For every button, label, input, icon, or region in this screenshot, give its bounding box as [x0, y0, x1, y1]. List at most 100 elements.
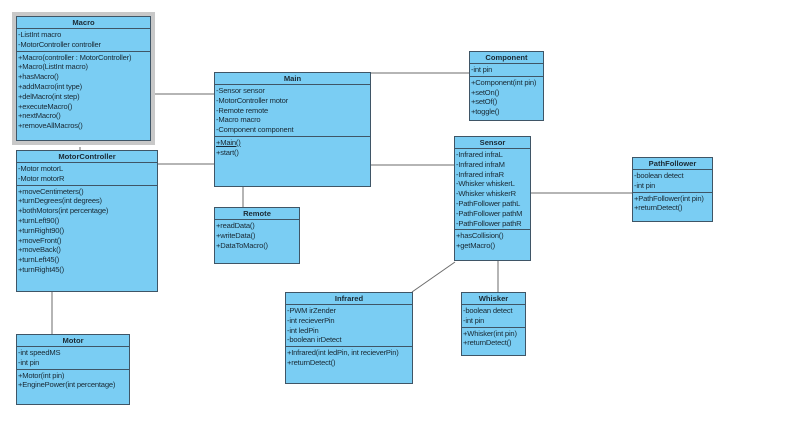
operations-section: +Whisker(int pin)+returnDetect()	[462, 328, 525, 350]
attribute: -Infrared infraM	[456, 159, 505, 169]
attribute: -int pin	[18, 357, 40, 367]
class-name: Sensor	[455, 137, 530, 149]
operation: +turnRight90()	[18, 225, 64, 235]
operation: +removeAllMacros()	[18, 121, 83, 131]
attribute: -Motor motorR	[18, 173, 65, 183]
operations-section: +Motor(int pin)+EnginePower(int percenta…	[17, 370, 129, 392]
class-name: Remote	[215, 208, 299, 220]
attribute: -boolean irDetect	[287, 335, 342, 345]
operation: +Infrared(int ledPin, int recieverPin)	[287, 348, 399, 358]
operation: +addMacro(int type)	[18, 81, 82, 91]
operation: +DataToMacro()	[216, 240, 268, 250]
operations-section: +Infrared(int ledPin, int recieverPin)+r…	[286, 347, 412, 369]
attribute: -Whisker whiskerL	[456, 179, 515, 189]
attribute: -Component component	[216, 125, 294, 135]
class-name: Component	[470, 52, 543, 64]
operation: +moveFront()	[18, 235, 62, 245]
attribute: -PWM irZender	[287, 306, 336, 315]
attribute: -int ledPin	[287, 325, 319, 335]
attributes-section: -int speedMS-int pin	[17, 347, 129, 370]
class-component[interactable]: Component-int pin+Component(int pin)+set…	[469, 51, 544, 121]
association-sensor-infrared[interactable]	[411, 261, 456, 293]
operation: +hasCollision()	[456, 231, 504, 241]
operation: +toggle()	[471, 107, 500, 117]
attribute: -PathFollower pathL	[456, 198, 521, 208]
class-main[interactable]: Main-Sensor sensor-MotorController motor…	[214, 72, 371, 187]
attribute: -MotorController motor	[216, 95, 288, 105]
operations-section: +moveCentimeters()+turnDegrees(int degre…	[17, 186, 157, 276]
class-remote[interactable]: Remote+readData()+writeData()+DataToMacr…	[214, 207, 300, 264]
class-sensor[interactable]: Sensor-Infrared infraL-Infrared infraM-I…	[454, 136, 531, 261]
class-motorcontroller[interactable]: MotorController-Motor motorL-Motor motor…	[16, 150, 158, 292]
operation: +moveCentimeters()	[18, 186, 84, 196]
attributes-section: -boolean detect-int pin	[462, 305, 525, 328]
attribute: -int recieverPin	[287, 315, 335, 325]
operations-section: +Macro(controller : MotorController)+Mac…	[17, 52, 150, 132]
class-name: Macro	[17, 17, 150, 29]
attributes-section: -ListInt macro-MotorController controlle…	[17, 29, 150, 52]
operations-section: +PathFollower(int pin)+returnDetect()	[633, 193, 712, 215]
attributes-section: -Infrared infraL-Infrared infraM-Infrare…	[455, 149, 530, 231]
attribute: -Infrared infraL	[456, 150, 503, 159]
operation: +returnDetect()	[463, 338, 512, 348]
attribute: -Whisker whiskerR	[456, 189, 516, 199]
attribute: -Sensor sensor	[216, 86, 265, 95]
class-name: PathFollower	[633, 158, 712, 170]
class-macro[interactable]: Macro-ListInt macro-MotorController cont…	[16, 16, 151, 141]
attribute: -int speedMS	[18, 348, 61, 357]
operation: +turnLeft90()	[18, 215, 60, 225]
operation: +turnLeft45()	[18, 255, 60, 265]
attribute: -PathFollower pathM	[456, 208, 523, 218]
attribute: -int pin	[634, 180, 656, 190]
attributes-section: -boolean detect-int pin	[633, 170, 712, 193]
class-infrared[interactable]: Infrared-PWM irZender-int recieverPin-in…	[285, 292, 413, 384]
operation: +getMacro()	[456, 241, 495, 251]
operations-section: +readData()+writeData()+DataToMacro()	[215, 220, 299, 251]
attributes-section: -Motor motorL-Motor motorR	[17, 163, 157, 186]
class-name: MotorController	[17, 151, 157, 163]
attribute: -Macro macro	[216, 115, 261, 125]
attribute: -Infrared infraR	[456, 169, 504, 179]
attribute: -boolean detect	[634, 171, 684, 180]
attribute: -int pin	[471, 65, 493, 74]
attributes-section: -PWM irZender-int recieverPin-int ledPin…	[286, 305, 412, 348]
operation: +PathFollower(int pin)	[634, 193, 704, 203]
attribute: -PathFollower pathR	[456, 218, 522, 228]
operation: +nextMacro()	[18, 111, 61, 121]
attribute: -boolean detect	[463, 306, 513, 315]
operation: +setOf()	[471, 97, 498, 107]
operation: +Component(int pin)	[471, 77, 537, 87]
class-name: Infrared	[286, 293, 412, 305]
operation: +readData()	[216, 221, 255, 230]
attribute: -ListInt macro	[18, 30, 62, 39]
operation: +returnDetect()	[287, 357, 336, 367]
class-whisker[interactable]: Whisker-boolean detect-int pin+Whisker(i…	[461, 292, 526, 356]
operation: +Main()	[216, 137, 241, 147]
operation: +Macro(controller : MotorController)	[18, 52, 132, 62]
class-motor[interactable]: Motor-int speedMS-int pin+Motor(int pin)…	[16, 334, 130, 405]
attribute: -int pin	[463, 315, 485, 325]
attribute: -Motor motorL	[18, 164, 64, 173]
attributes-section: -int pin	[470, 64, 543, 77]
attributes-section: -Sensor sensor-MotorController motor-Rem…	[215, 85, 370, 137]
operation: +start()	[216, 147, 239, 157]
operations-section: +Component(int pin)+setOn()+setOf()+togg…	[470, 77, 543, 118]
operation: +turnRight45()	[18, 264, 64, 274]
operation: +returnDetect()	[634, 203, 683, 213]
operation: +turnDegrees(int degrees)	[18, 196, 102, 206]
attribute: -MotorController controller	[18, 39, 101, 49]
operation: +Motor(int pin)	[18, 370, 65, 380]
operation: +Macro(ListInt macro)	[18, 62, 88, 72]
attribute: -Remote remote	[216, 105, 269, 115]
operation: +executeMacro()	[18, 101, 73, 111]
operation: +Whisker(int pin)	[463, 328, 517, 338]
class-pathfollower[interactable]: PathFollower-boolean detect-int pin+Path…	[632, 157, 713, 222]
class-name: Motor	[17, 335, 129, 347]
operation: +delMacro(int step)	[18, 91, 80, 101]
operation: +hasMacro()	[18, 72, 59, 82]
class-name: Whisker	[462, 293, 525, 305]
operation: +writeData()	[216, 230, 256, 240]
operations-section: +hasCollision()+getMacro()	[455, 230, 530, 252]
